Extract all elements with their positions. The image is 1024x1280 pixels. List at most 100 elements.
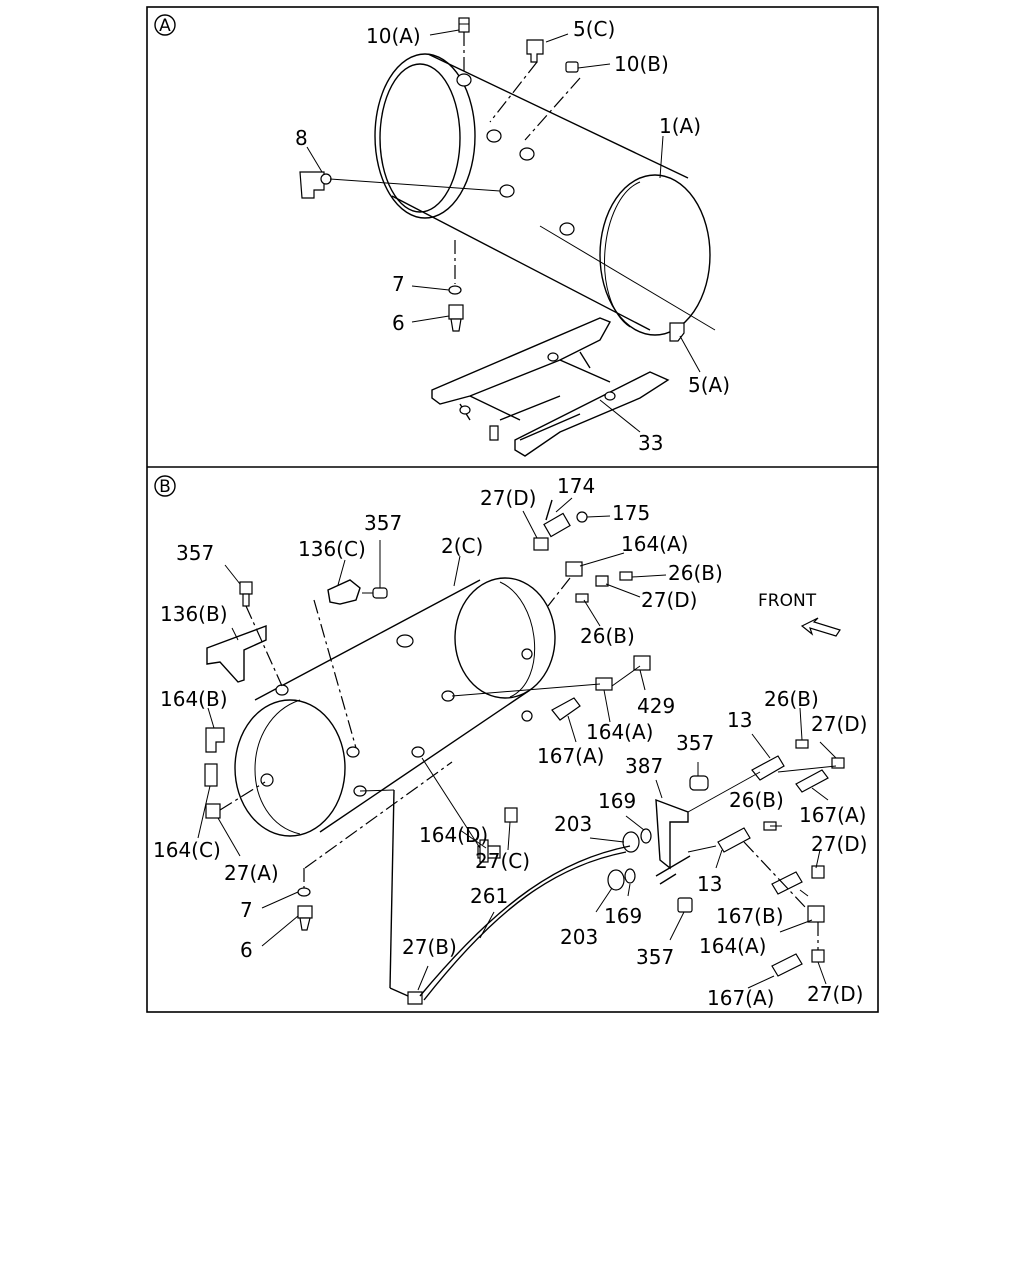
part-10a-fitting	[458, 17, 470, 33]
air-tank-2c	[234, 577, 556, 837]
section-b: B	[153, 474, 867, 1010]
part-7-washer-b	[297, 887, 311, 897]
part-203-nut-top	[622, 831, 640, 853]
label-26b-top: 26(B)	[668, 561, 723, 585]
part-203-nut-low	[607, 869, 625, 891]
part-174-175-valve	[543, 499, 588, 538]
label-174: 174	[557, 474, 595, 498]
label-27d-bottom: 27(D)	[807, 982, 863, 1006]
section-a: A	[154, 14, 730, 457]
part-5a-elbow	[669, 322, 685, 342]
part-429-connector	[595, 655, 651, 691]
label-13-top: 13	[727, 708, 752, 732]
label-6-b: 6	[240, 938, 253, 962]
part-169-washer-low	[624, 868, 636, 884]
part-6-drain-cock-b	[297, 905, 313, 931]
part-387-bracket	[655, 798, 691, 885]
part-164c-fitting	[204, 763, 218, 787]
svg-text:B: B	[159, 477, 171, 497]
part-167a-left-coupler	[551, 697, 581, 721]
part-10b-plug	[565, 61, 579, 73]
part-27d-top-fitting	[533, 537, 549, 551]
label-27a: 27(A)	[224, 861, 279, 885]
label-27c: 27(C)	[475, 849, 530, 873]
bracket-136b	[206, 624, 267, 683]
bracket-136c	[327, 579, 361, 605]
label-6: 6	[392, 311, 405, 335]
label-169-top: 169	[598, 789, 636, 813]
section-b-leaders	[197, 497, 837, 997]
label-1a: 1(A)	[659, 114, 701, 138]
part-27c-fitting	[504, 807, 518, 823]
label-26b-mid: 26(B)	[580, 624, 635, 648]
label-357-top: 357	[364, 511, 402, 535]
part-167b-coupler	[771, 865, 825, 895]
part-164d-tee	[477, 839, 501, 863]
label-357-left: 357	[176, 541, 214, 565]
label-203-top: 203	[554, 812, 592, 836]
part-13-low-coupler	[717, 821, 777, 853]
label-175: 175	[612, 501, 650, 525]
part-357-top-bolt	[362, 587, 388, 599]
part-27a-fitting	[205, 803, 221, 819]
part-6-drain-cock	[448, 304, 464, 332]
label-357-mid: 357	[676, 731, 714, 755]
label-27d-top: 27(D)	[480, 486, 536, 510]
label-27b: 27(B)	[402, 935, 457, 959]
tank-bracket-33	[431, 317, 670, 457]
front-label: FRONT	[758, 591, 817, 611]
label-10b: 10(B)	[614, 52, 669, 76]
label-164c: 164(C)	[153, 838, 221, 862]
label-167b: 167(B)	[716, 904, 784, 928]
part-27b-elbow	[407, 991, 423, 1005]
diagram-frame	[146, 6, 879, 1013]
label-26b-low: 26(B)	[729, 788, 784, 812]
label-7: 7	[392, 272, 405, 296]
part-8-valve	[299, 171, 332, 199]
label-5c: 5(C)	[573, 17, 615, 41]
label-164a-low: 164(A)	[699, 934, 766, 958]
label-33: 33	[638, 431, 663, 455]
label-164a-top: 164(A)	[621, 532, 688, 556]
label-203-low: 203	[560, 925, 598, 949]
part-5c-elbow	[526, 39, 544, 63]
front-arrow-icon	[800, 617, 841, 637]
label-429: 429	[637, 694, 675, 718]
part-357-mid-bolt	[689, 775, 709, 791]
pipe-261	[419, 845, 631, 1001]
part-164a-top-tee	[565, 561, 633, 587]
section-a-marker: A	[154, 14, 176, 36]
label-26b-right: 26(B)	[764, 687, 819, 711]
label-2c: 2(C)	[441, 534, 483, 558]
label-7-b: 7	[240, 898, 253, 922]
label-164b: 164(B)	[160, 687, 228, 711]
label-167a-right: 167(A)	[799, 803, 866, 827]
section-a-leaders	[306, 29, 716, 433]
part-7-washer	[448, 285, 462, 295]
part-167a-low-coupler	[771, 949, 825, 977]
label-169-low: 169	[604, 904, 642, 928]
part-357-left-bolt	[239, 581, 253, 607]
part-164b-elbow	[205, 727, 225, 753]
label-8: 8	[295, 126, 308, 150]
part-164a-low-tee	[807, 905, 825, 923]
part-26b-plug-mid	[575, 593, 589, 603]
label-27d-low: 27(D)	[811, 832, 867, 856]
label-13-low: 13	[697, 872, 722, 896]
label-136c: 136(C)	[298, 537, 366, 561]
label-136b: 136(B)	[160, 602, 228, 626]
label-357-low: 357	[636, 945, 674, 969]
label-27d-mid: 27(D)	[641, 588, 697, 612]
label-387: 387	[625, 754, 663, 778]
label-167a-left: 167(A)	[537, 744, 604, 768]
label-10a: 10(A)	[366, 24, 421, 48]
label-5a: 5(A)	[688, 373, 730, 397]
part-357-low-bolt	[677, 897, 693, 913]
section-b-marker: B	[154, 475, 176, 497]
label-164a-mid: 164(A)	[586, 720, 653, 744]
label-167a-low: 167(A)	[707, 986, 774, 1010]
part-169-washer-top	[640, 828, 652, 844]
svg-text:A: A	[159, 16, 171, 36]
label-164d: 164(D)	[419, 823, 488, 847]
